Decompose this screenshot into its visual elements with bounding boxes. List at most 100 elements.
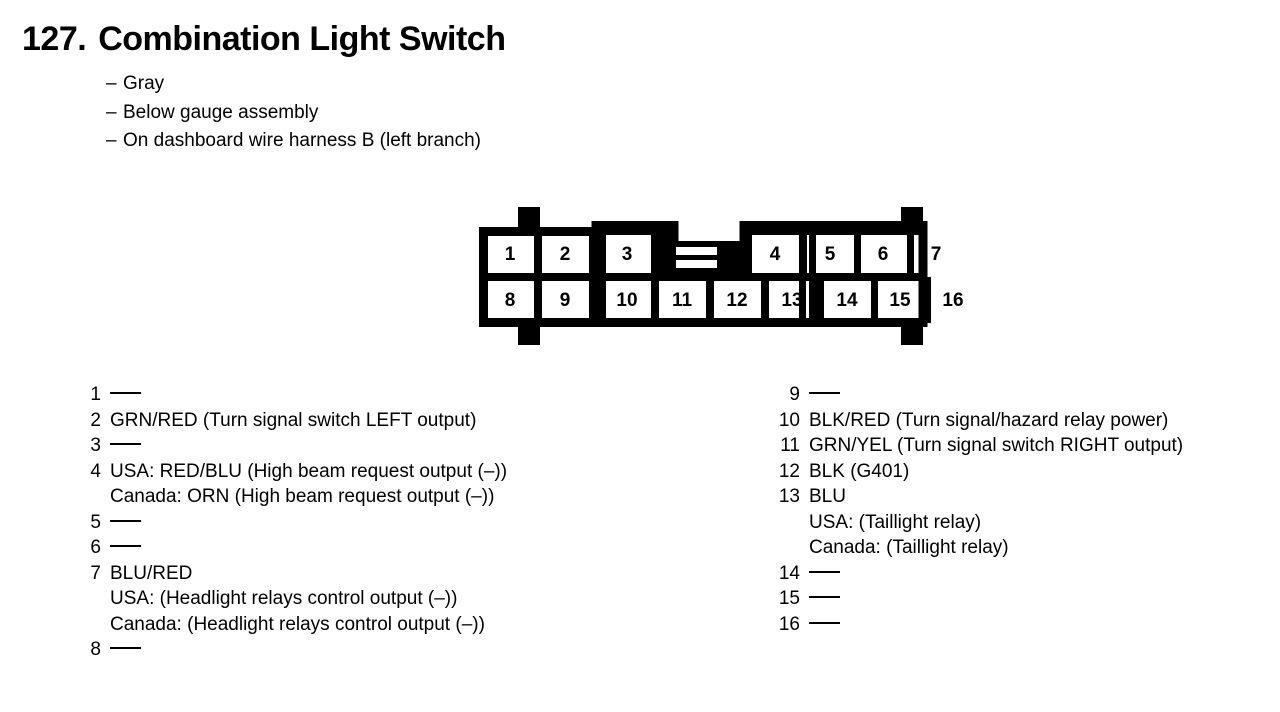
pin-entry: 9 [778,382,1278,408]
subtitle-item-harness: – On dashboard wire harness B (left bran… [106,127,822,156]
pin-description-subline: USA: (Headlight relays control output (–… [110,588,458,609]
pin-number: 7 [90,562,101,584]
pin-label-3: 3 [622,244,633,265]
sep-top-5-6 [854,231,861,277]
pin-entry: 8 [88,637,708,663]
connector-latch-clip [670,241,723,273]
pin-number: 14 [778,562,800,584]
cell-14 [824,281,871,319]
pin-entry: 10 BLK/RED (Turn signal/hazard relay powe… [778,408,1278,434]
pin-number: 3 [90,435,101,456]
pin-entry: 14 [778,561,1278,587]
cell-9 [542,281,589,319]
page-header: 127. Combination Light Switch – Gray – B… [22,22,822,156]
page-title-number: 127. [22,20,87,58]
connector-svg: 1 2 3 4 5 6 7 8 9 10 11 12 13 14 15 16 [479,207,977,345]
pin-entry-firstline: 7 BLU/RED [88,561,708,587]
pin-label-12: 12 [726,290,747,311]
pin-label-15: 15 [889,290,911,311]
pin-empty-dash [809,392,840,394]
pin-entry-firstline: 6 [88,535,708,561]
pin-label-13: 13 [781,290,802,311]
cell-10 [604,281,651,319]
connector-tab-bottom-right [901,323,923,345]
pin-entry: 15 [778,586,1278,612]
pin-entry-firstline: 1 [88,382,708,408]
sep-top-1-2 [534,231,542,277]
dash-glyph: – [106,73,117,94]
pin-description: BLU/RED [110,562,193,584]
pin-label-4: 4 [770,244,781,265]
cell-3 [604,235,651,273]
pin-number: 9 [789,384,800,405]
pin-empty-dash [809,570,840,573]
pin-entry-firstline: 9 [778,382,1278,408]
pin-empty-dash [809,621,840,624]
pin-label-5: 5 [825,244,836,265]
pin-entry-firstline: 5 [88,510,708,536]
pin-label-7: 7 [931,244,942,265]
pin-empty-dash [110,647,141,649]
page-title-text: Combination Light Switch [98,20,506,58]
pin-description: BLK (G401) [809,460,910,482]
sep-bot-14-15 [871,277,878,323]
pin-number: 12 [778,460,800,482]
pin-number: 13 [778,486,800,507]
pin-entry: 3 [88,433,708,459]
pin-description: BLK/RED (Turn signal/hazard relay power) [809,409,1169,431]
page-title: 127. Combination Light Switch [22,22,822,56]
pin-empty-dash [110,443,141,445]
pin-label-2: 2 [560,244,571,265]
pin-entry: 12 BLK (G401) [778,459,1278,485]
pin-label-11: 11 [672,290,693,311]
pin-entry-firstline: 15 [778,586,1278,612]
connector-cells-bottom [487,281,977,319]
pin-entry: 11 GRN/YEL (Turn signal switch RIGHT outp… [778,433,1278,459]
pin-description: USA: RED/BLU (High beam request output (… [110,460,508,482]
sep-top-6-7 [907,231,914,277]
connector-tab-top-left [518,207,540,229]
sep-top-3-end [651,231,659,277]
pin-entry: 6 [88,535,708,561]
cell-15 [877,281,924,319]
pin-number: 2 [90,409,101,431]
pin-description-subline: Canada: ORN (High beam request output (–… [110,486,495,507]
subtitle-item-label: On dashboard wire harness B (left branch… [123,130,482,151]
pin-entry-firstline: 11 GRN/YEL (Turn signal switch RIGHT outp… [778,433,1278,459]
pin-label-8: 8 [505,290,516,311]
pin-entry-firstline: 8 [88,637,708,663]
dash-glyph: – [106,101,117,123]
pin-number: 11 [780,435,800,456]
pin-entry-firstline: 12 BLK (G401) [778,459,1278,485]
pin-description: GRN/YEL (Turn signal switch RIGHT output… [809,435,1184,456]
sep-bot-8-9 [534,277,542,323]
pin-label-10: 10 [616,290,637,311]
pin-number: 6 [90,537,101,558]
subtitle-item-label: Below gauge assembly [123,101,319,123]
pin-entry-firstline: 14 [778,561,1278,587]
subtitle-item-location: – Below gauge assembly [106,99,822,128]
sep-bot-15-16 [924,277,931,323]
cell-16 [930,281,977,319]
pin-entry: 1 [88,382,708,408]
cell-6 [860,235,907,273]
subtitle-item-color: – Gray [106,70,822,99]
pin-number: 10 [778,409,800,431]
subtitle-item-label: Gray [123,73,165,94]
pin-number: 8 [90,639,101,660]
pin-number: 15 [778,588,800,609]
pin-description-subline: Canada: (Headlight relays control output… [110,613,485,635]
connector-tab-bottom-left [518,323,540,345]
cell-11 [659,281,706,319]
pin-number: 5 [90,511,101,533]
cell-12 [714,281,761,319]
pin-empty-dash [110,545,141,547]
pin-entry-firstline: 10 BLK/RED (Turn signal/hazard relay powe… [778,408,1278,434]
sep-row-divider [483,273,923,281]
